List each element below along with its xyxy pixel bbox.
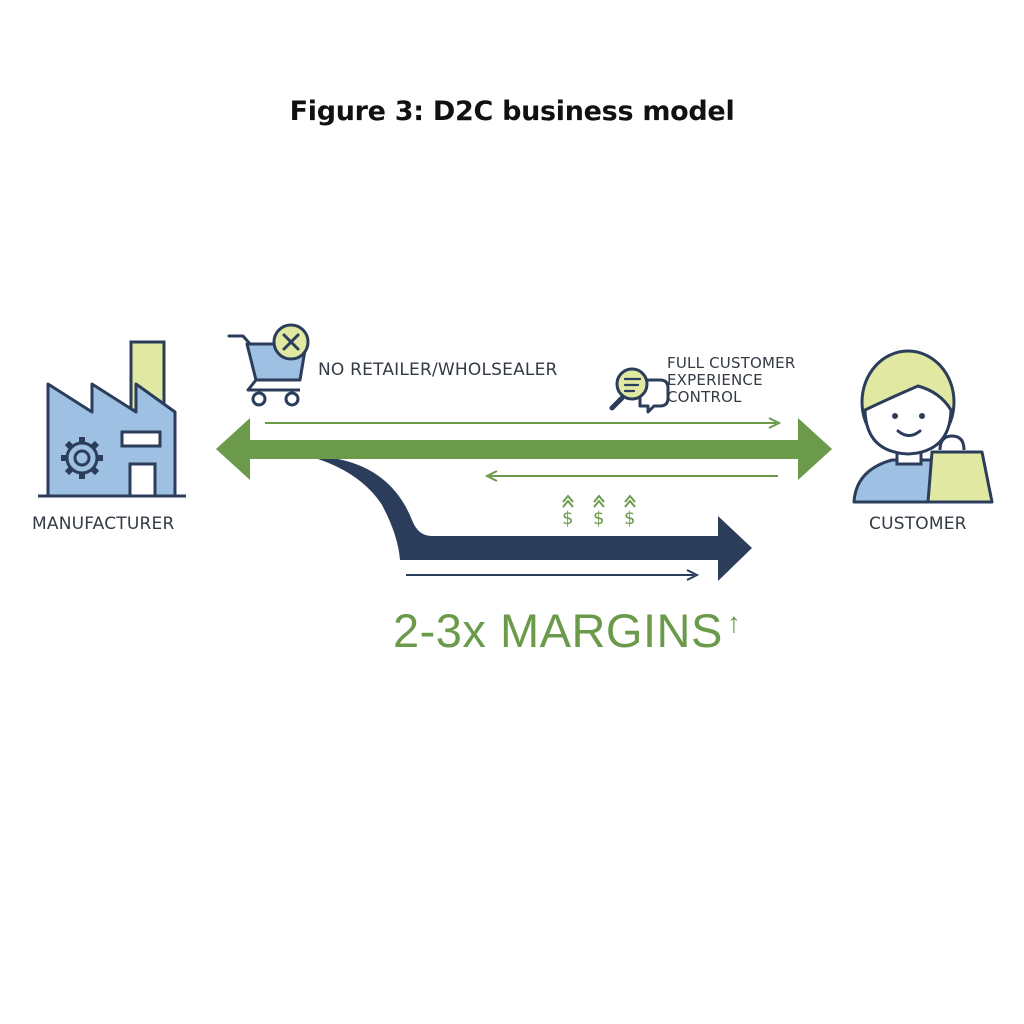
thin-arrow-to-customer [265,417,782,429]
experience-line-3: CONTROL [667,388,742,406]
svg-text:$: $ [624,508,635,529]
margin-flow-arrow [318,459,752,581]
shopping-bag-icon [926,434,994,504]
magnifier-chat-icon [609,367,670,414]
thin-navy-arrow [406,569,700,581]
x-circle-icon [272,323,310,361]
margins-up-arrow-icon: ↑ [726,607,742,638]
no-middleman-label: NO RETAILER/WHOLSEALER [318,360,558,380]
experience-line-1: FULL CUSTOMER [667,354,796,372]
thin-arrow-to-manufacturer [484,470,778,482]
factory-icon [38,340,186,498]
customer-label: CUSTOMER [869,514,967,534]
experience-label: FULL CUSTOMER EXPERIENCE CONTROL [667,355,795,406]
svg-text:$: $ [593,508,604,529]
dollar-up-icon: $ $ $ [562,494,636,529]
d2c-double-arrow [216,418,832,480]
margins-text: 2-3x MARGINS [393,604,723,657]
experience-line-2: EXPERIENCE [667,371,763,389]
svg-text:$: $ [562,508,573,529]
figure-title: Figure 3: D2C business model [289,96,735,127]
margins-label: 2-3x MARGINS↑ [393,603,741,658]
manufacturer-label: MANUFACTURER [32,514,175,534]
gear-icon [61,437,103,479]
customer-person-icon [852,349,964,504]
